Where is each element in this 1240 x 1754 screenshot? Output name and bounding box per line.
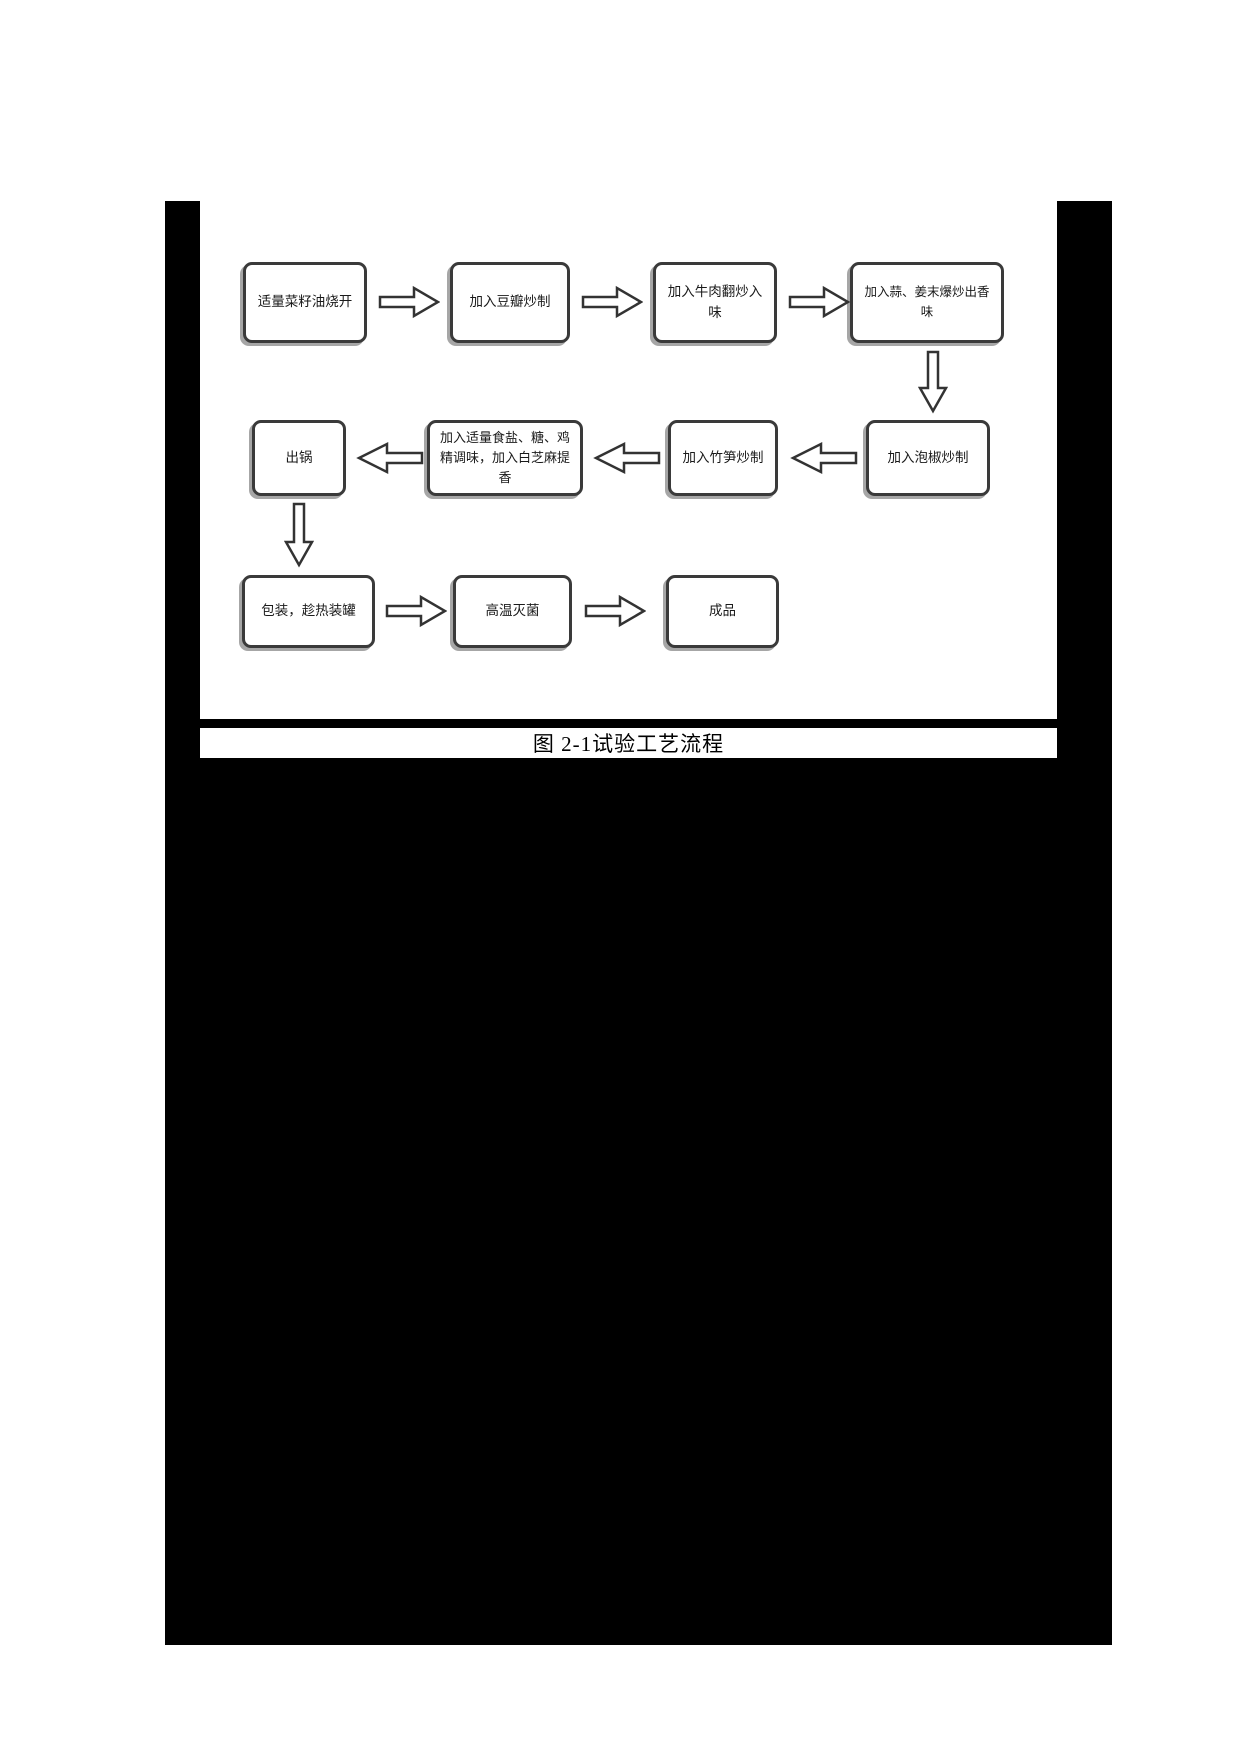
arrow-right-icon <box>788 285 850 319</box>
arrow-left-icon <box>790 441 858 475</box>
flow-node-out-of-pot: 出锅 <box>252 420 346 496</box>
flowchart-panel: 适量菜籽油烧开 加入豆瓣炒制 加入牛肉翻炒入味 加入蒜、姜末爆炒出香味 加入泡椒… <box>200 201 1057 719</box>
flow-node-label: 加入竹笋炒制 <box>682 449 764 465</box>
figure-caption-strip: 图 2-1试验工艺流程 <box>200 728 1057 758</box>
flow-node-label: 加入泡椒炒制 <box>887 449 969 465</box>
arrow-right-icon <box>385 594 447 628</box>
arrow-right-icon <box>584 594 646 628</box>
flow-node-add-doubanjiang: 加入豆瓣炒制 <box>450 262 570 343</box>
flow-node-add-seasoning: 加入适量食盐、糖、鸡精调味，加入白芝麻提香 <box>427 420 583 496</box>
flow-node-add-pickled-pepper: 加入泡椒炒制 <box>866 420 990 496</box>
flow-node-heat-oil: 适量菜籽油烧开 <box>243 262 367 343</box>
arrow-down-icon <box>284 502 314 568</box>
flow-node-add-beef: 加入牛肉翻炒入味 <box>653 262 777 343</box>
arrow-right-icon <box>581 285 643 319</box>
flow-node-sterilization: 高温灭菌 <box>453 575 572 648</box>
flow-node-label: 加入豆瓣炒制 <box>469 294 551 310</box>
flow-node-finished-product: 成品 <box>666 575 779 648</box>
flow-node-label: 加入牛肉翻炒入味 <box>667 283 763 320</box>
flow-node-label: 加入适量食盐、糖、鸡精调味，加入白芝麻提香 <box>439 429 570 486</box>
arrow-down-icon <box>918 350 948 414</box>
arrow-left-icon <box>356 441 424 475</box>
arrow-left-icon <box>593 441 661 475</box>
flow-node-label: 成品 <box>709 603 736 619</box>
flow-node-packaging: 包装，趁热装罐 <box>242 575 375 648</box>
arrow-right-icon <box>378 285 440 319</box>
flow-node-add-garlic-ginger: 加入蒜、姜末爆炒出香味 <box>850 262 1004 343</box>
flow-node-label: 适量菜籽油烧开 <box>257 294 353 310</box>
flow-node-label: 出锅 <box>285 449 313 465</box>
figure-caption: 图 2-1试验工艺流程 <box>532 732 725 756</box>
flow-node-label: 包装，趁热装罐 <box>261 603 356 619</box>
flow-node-label: 加入蒜、姜末爆炒出香味 <box>864 285 990 319</box>
flow-node-label: 高温灭菌 <box>485 603 540 619</box>
flow-node-add-bamboo-shoot: 加入竹笋炒制 <box>668 420 778 496</box>
